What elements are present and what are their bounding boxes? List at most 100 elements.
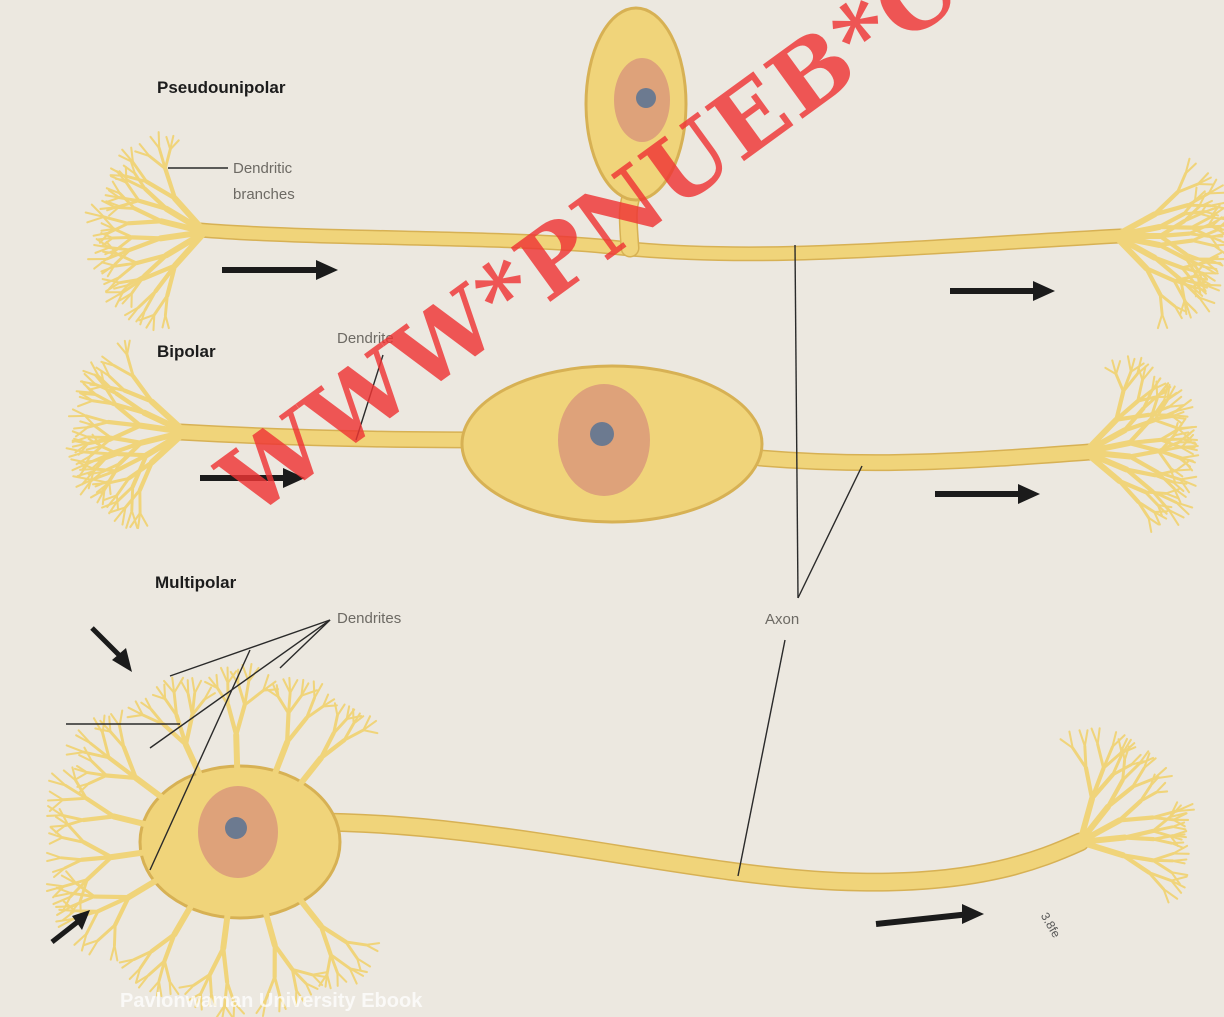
- multipolar-dendrite: [48, 800, 63, 801]
- multipolar-terminal: [1171, 877, 1187, 881]
- multipolar-terminal: [1156, 791, 1167, 792]
- label-pseudounipolar: Pseudounipolar: [157, 78, 285, 98]
- multipolar-dendrite: [366, 943, 379, 945]
- bipolar-terminal: [1129, 443, 1158, 451]
- multipolar-nucleolus: [225, 817, 247, 839]
- multipolar-dendrite: [217, 675, 218, 688]
- multipolar-terminal: [1172, 827, 1185, 830]
- multipolar-terminal: [1125, 838, 1154, 840]
- arrow-pseudounipolar-out-head: [1033, 281, 1055, 301]
- multipolar-terminal: [1085, 746, 1086, 768]
- multipolar-terminal: [1119, 818, 1152, 821]
- footer-watermark: Pavlonwaman University Ebook: [120, 990, 422, 1013]
- multipolar-terminal: [1098, 744, 1104, 768]
- multipolar-dendrite: [56, 906, 72, 907]
- bipolar-dendrite-branch: [69, 452, 84, 457]
- multipolar-dendrite: [47, 884, 64, 886]
- multipolar-dendrite: [174, 678, 183, 693]
- bipolar-dendrite-branch: [74, 427, 88, 428]
- pseudounipolar-terminal: [1209, 193, 1224, 194]
- multipolar-dendrite: [327, 955, 331, 974]
- pseudounipolar-dendrite: [132, 237, 160, 238]
- multipolar-dendrite: [84, 816, 114, 820]
- multipolar-dendrite: [50, 800, 63, 811]
- multipolar-dendrite: [210, 948, 223, 974]
- multipolar-dendrite: [363, 730, 377, 733]
- multipolar-axon: [300, 822, 1080, 882]
- multipolar-dendrite: [164, 961, 169, 981]
- leader-axon-bottom: [738, 640, 785, 876]
- label-multipolar: Multipolar: [155, 573, 236, 593]
- bipolar-dendrite-branch: [88, 437, 111, 438]
- multipolar-dendrite: [337, 973, 346, 982]
- bipolar-dendrite-branch: [73, 409, 86, 415]
- multipolar-terminal: [1092, 729, 1098, 745]
- bipolar-dendrite-branch: [85, 452, 110, 454]
- bipolar-terminal: [1116, 361, 1120, 374]
- pseudounipolar-dendrite: [165, 149, 170, 168]
- pseudounipolar-dendrite: [101, 266, 116, 271]
- multipolar-dendrite: [51, 826, 66, 827]
- multipolar-dendrite: [192, 678, 194, 693]
- bipolar-dendrite-branch: [127, 341, 130, 355]
- multipolar-dendrite: [67, 752, 84, 754]
- multipolar-dendrite: [366, 945, 377, 951]
- pseudounipolar-dendrite: [128, 221, 161, 223]
- bipolar-terminal: [1155, 420, 1178, 428]
- pseudounipolar-terminal: [1160, 234, 1189, 236]
- bipolar-dendrite-branch: [118, 454, 146, 455]
- multipolar-dendrite: [114, 925, 115, 945]
- pseudounipolar-terminal: [1180, 301, 1184, 315]
- pseudounipolar-terminal: [1158, 314, 1162, 328]
- leader-axon-top: [795, 245, 798, 598]
- pseudounipolar-nucleolus: [636, 88, 656, 108]
- pseudounipolar-dendrite: [98, 238, 112, 239]
- pseudounipolar-dendrite: [135, 209, 162, 222]
- multipolar-dendrite: [337, 705, 344, 716]
- multipolar-dendrite: [94, 718, 103, 733]
- multipolar-dendrite: [50, 792, 63, 800]
- bipolar-terminal: [1154, 511, 1167, 512]
- label-dendritic-branches: Dendritic branches: [233, 156, 295, 208]
- bipolar-terminal: [1116, 374, 1123, 391]
- multipolar-dendrite: [82, 857, 112, 860]
- pseudounipolar-terminal: [1162, 314, 1167, 328]
- multipolar-dendrite: [86, 798, 113, 816]
- multipolar-dendrite: [275, 945, 293, 969]
- multipolar-dendrite: [50, 838, 63, 844]
- multipolar-dendrite: [236, 705, 244, 735]
- multipolar-dendrite: [188, 680, 189, 694]
- bipolar-dendrite-branch: [87, 460, 101, 461]
- multipolar-dendrite: [94, 897, 128, 898]
- multipolar-terminal: [1085, 730, 1088, 746]
- bipolar-dendrite-branch: [140, 513, 147, 526]
- pseudounipolar-dendrite: [114, 229, 132, 237]
- bipolar-terminal: [1182, 455, 1199, 458]
- pseudounipolar-terminal: [1192, 241, 1213, 246]
- multipolar-dendrite: [89, 776, 107, 784]
- bipolar-terminal: [1128, 356, 1131, 371]
- multipolar-terminal: [1098, 728, 1100, 744]
- label-bipolar: Bipolar: [157, 342, 216, 362]
- multipolar-dendrite: [228, 705, 236, 735]
- arrow-pseudounipolar-in-head: [316, 260, 338, 280]
- multipolar-dendrite: [72, 897, 95, 907]
- label-axon: Axon: [765, 607, 799, 633]
- multipolar-dendrite: [236, 735, 237, 780]
- pseudounipolar-dendrite: [159, 132, 160, 148]
- leader-dendrites-3: [280, 620, 330, 668]
- multipolar-terminal: [1173, 861, 1185, 864]
- bipolar-dendrite-branch: [111, 438, 142, 443]
- multipolar-terminal: [1177, 810, 1194, 811]
- multipolar-dendrite: [98, 925, 115, 941]
- arrow-multipolar-out-head: [962, 904, 984, 924]
- multipolar-dendrite: [223, 948, 227, 982]
- pseudounipolar-dendrite: [87, 217, 104, 222]
- bipolar-terminal: [1130, 451, 1161, 457]
- bipolar-dendrite-branch: [94, 469, 116, 471]
- multipolar-terminal: [1079, 730, 1084, 746]
- multipolar-terminal: [1153, 839, 1171, 843]
- pseudounipolar-dendrite: [163, 315, 166, 327]
- pseudounipolar-terminal: [1160, 294, 1162, 314]
